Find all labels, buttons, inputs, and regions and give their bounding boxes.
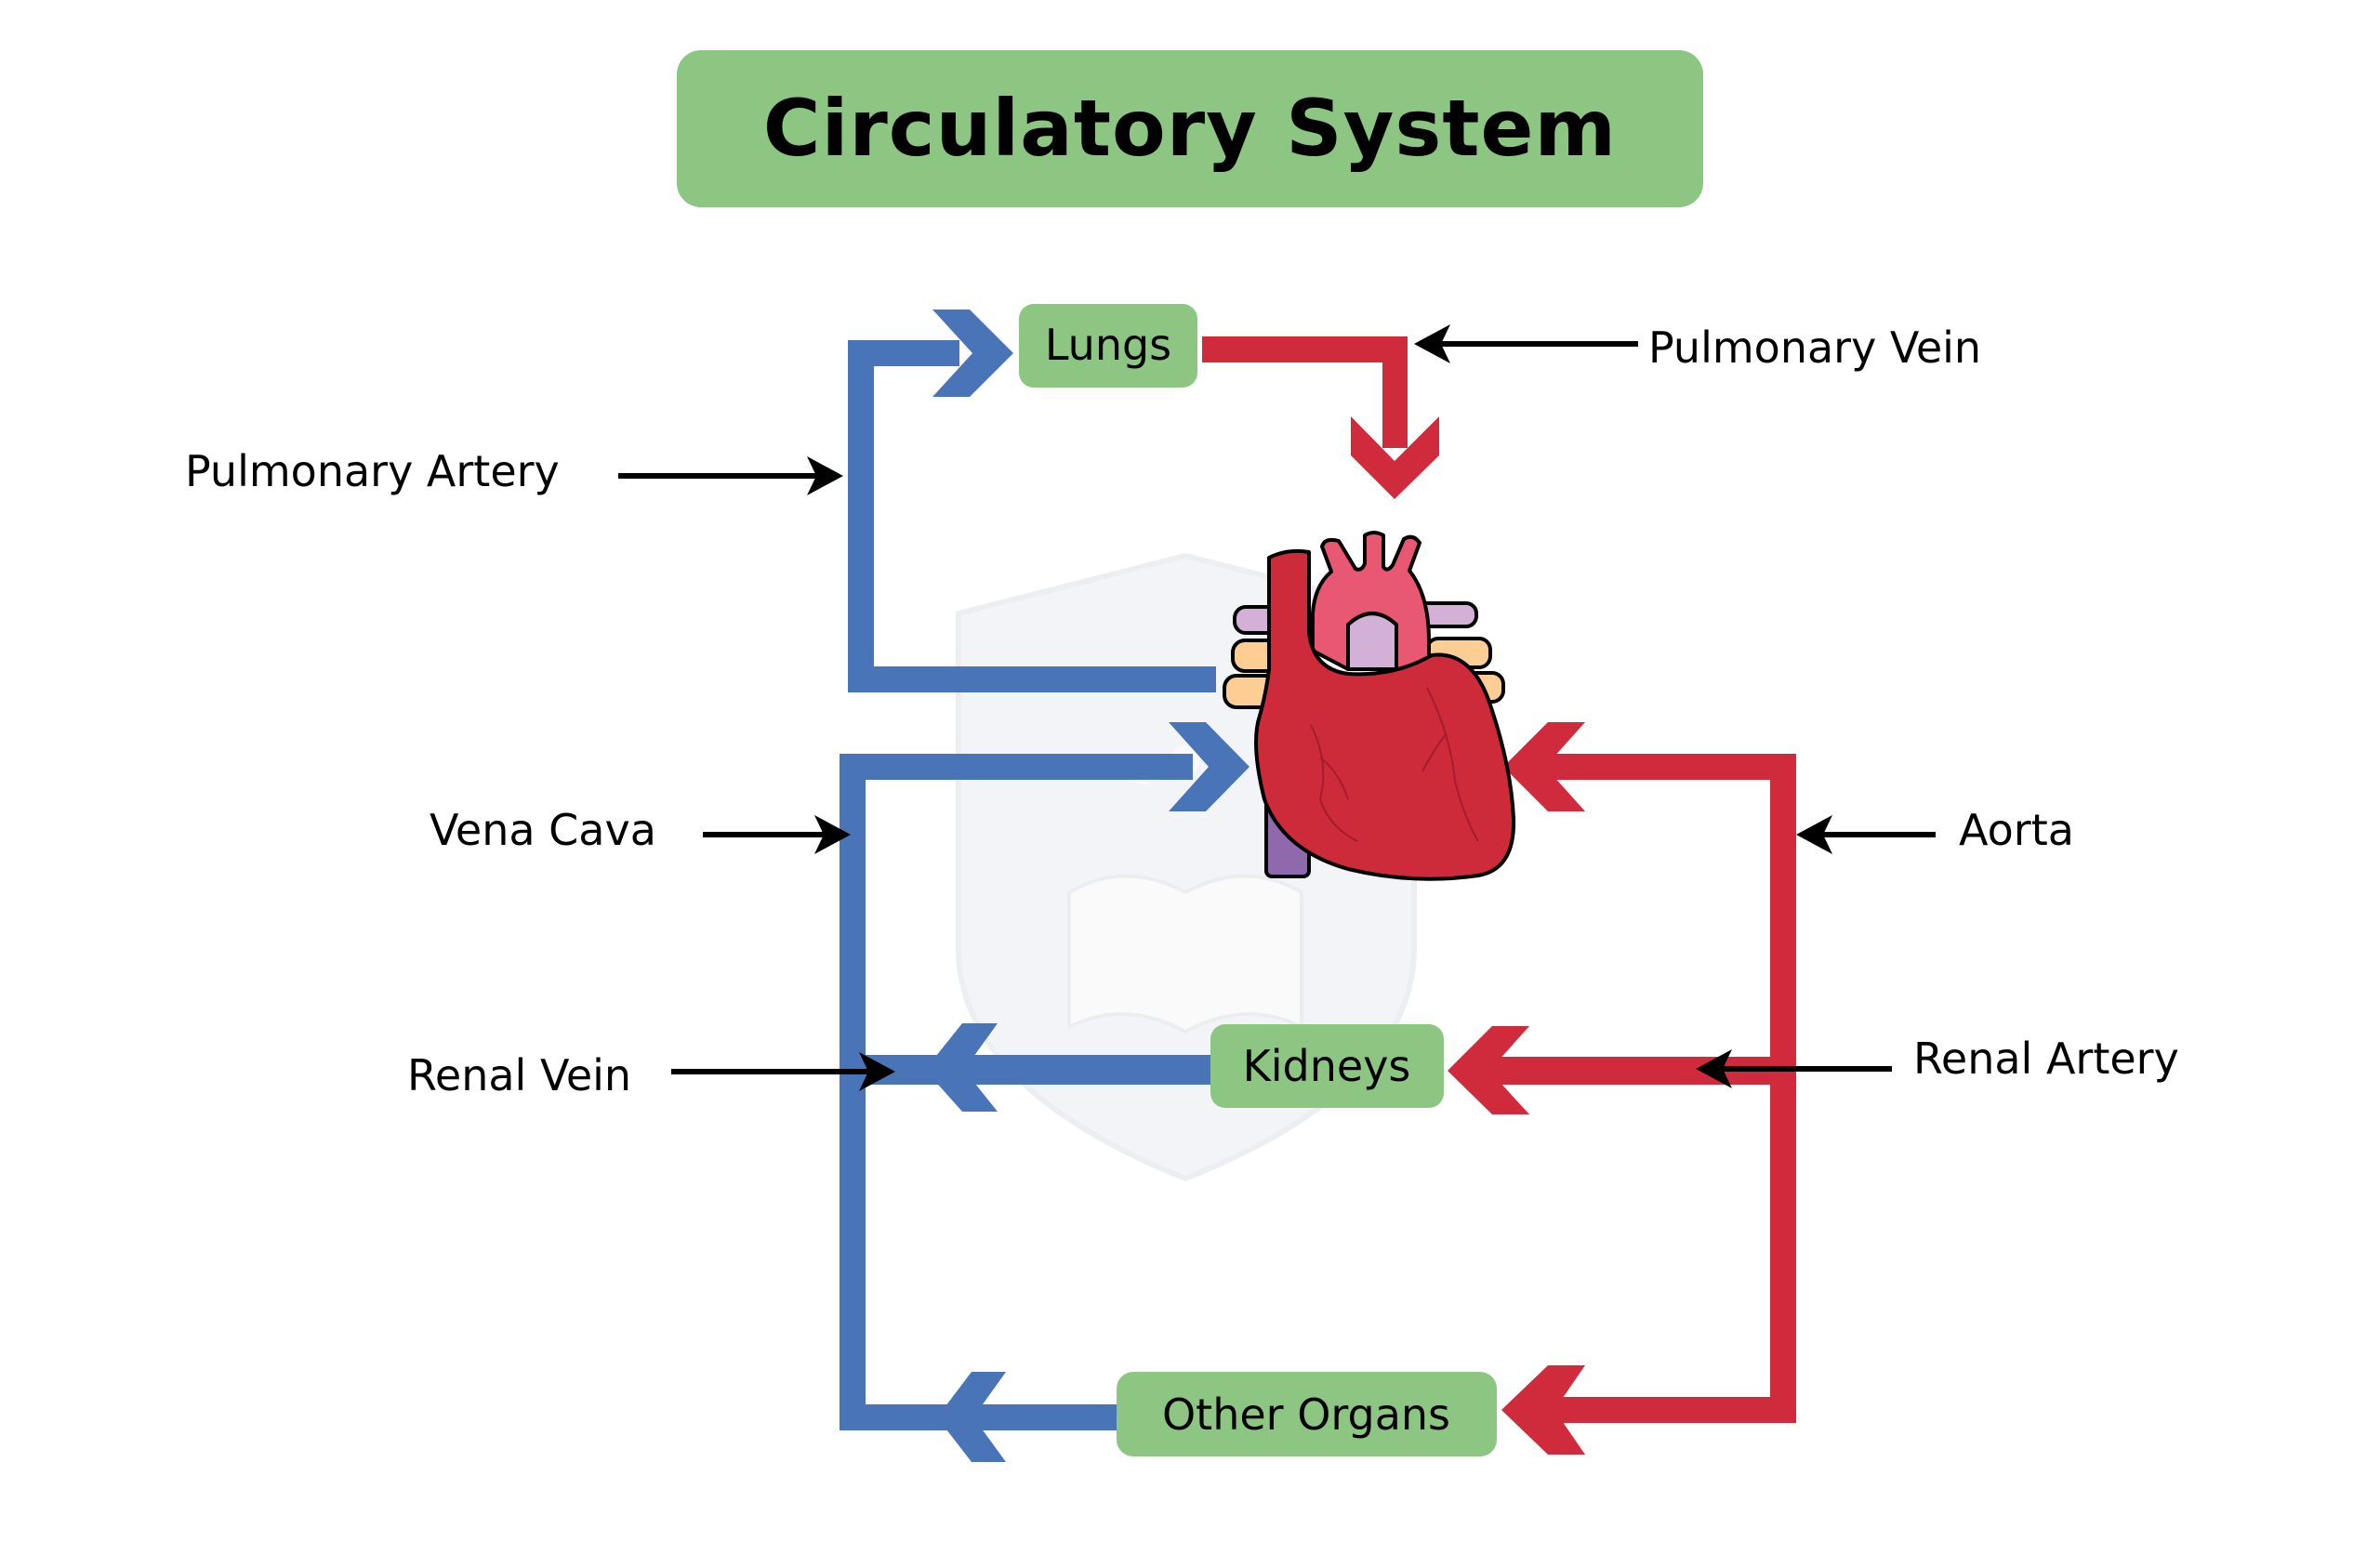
label-vena-cava: Vena Cava (430, 805, 851, 855)
arrow-left-icon (1414, 324, 1450, 363)
vena-cava-top-segment (840, 754, 1193, 780)
coronary-vessel (1310, 724, 1358, 842)
vena-cava-path (840, 722, 1250, 1462)
vena-cava-vertical-segment (840, 754, 866, 1430)
pulmonary-vein-vertical-segment (1382, 336, 1408, 448)
renal-vein-segment (866, 1055, 1214, 1085)
other-organs-box (1117, 1372, 1497, 1456)
other-organs-label: Other Organs (1162, 1390, 1450, 1440)
label-renal-artery: Renal Artery (1696, 1034, 2179, 1088)
systemic-artery-bottom-segment (1543, 1397, 1796, 1423)
kidneys-label: Kidneys (1243, 1041, 1411, 1091)
lungs-box (1019, 304, 1197, 388)
watermark-book (1067, 874, 1303, 1034)
chevron-right-icon (1169, 722, 1250, 811)
lungs-node: Lungs (1019, 304, 1197, 388)
pulmonary-artery-vertical-segment (848, 340, 874, 692)
pulmonary-artery-top-segment (848, 340, 959, 366)
pulmonary-vein-horizontal-segment (1202, 336, 1408, 362)
aorta-label: Aorta (1959, 805, 2074, 855)
other-organs-node: Other Organs (1117, 1372, 1497, 1456)
chevron-left-icon (937, 1372, 1006, 1462)
lungs-label: Lungs (1045, 320, 1171, 370)
chevron-left-icon (1503, 722, 1585, 811)
chevron-left-icon (1448, 1026, 1529, 1114)
pulmonary-vein-path (1202, 336, 1439, 499)
chevron-right-icon (932, 310, 1013, 397)
page-title: Circulatory System (763, 83, 1617, 174)
heart-icon (1223, 531, 1516, 881)
arrow-left-icon (1696, 1049, 1732, 1088)
chevron-left-icon (1501, 1365, 1585, 1455)
coronary-vessel (1421, 733, 1447, 772)
title-banner: Circulatory System (677, 50, 1703, 207)
label-renal-vein: Renal Vein (407, 1050, 895, 1100)
label-pulmonary-vein: Pulmonary Vein (1414, 323, 1981, 373)
arrow-right-icon (859, 1052, 895, 1091)
coronary-vessel (1426, 687, 1479, 842)
label-pulmonary-artery: Pulmonary Artery (185, 446, 843, 496)
renal-vein-label: Renal Vein (407, 1050, 631, 1100)
vena-cava-label: Vena Cava (430, 805, 656, 855)
renal-artery-label: Renal Artery (1913, 1034, 2179, 1084)
pulmonary-artery-path (848, 310, 1216, 692)
coronary-vessel (1319, 757, 1349, 800)
arrow-right-icon (814, 815, 851, 854)
title-box (677, 50, 1703, 207)
pulmonary-artery-bottom-segment (848, 666, 1216, 692)
aortic-arch (1311, 531, 1431, 671)
arrow-left-icon (1796, 815, 1832, 854)
aorta-top-segment (1543, 754, 1796, 780)
label-aorta: Aorta (1796, 805, 2074, 855)
chevron-down-icon (1351, 416, 1439, 499)
pulmonary-trunk (1346, 612, 1398, 671)
aorta-vertical-segment (1770, 754, 1796, 1423)
chevron-left-icon (925, 1023, 998, 1112)
pulmonary-artery-label: Pulmonary Artery (185, 446, 560, 496)
kidneys-node: Kidneys (1210, 1024, 1444, 1108)
kidneys-box (1210, 1024, 1444, 1108)
pulmonary-vein-label: Pulmonary Vein (1648, 323, 1981, 373)
arrow-right-icon (807, 456, 843, 495)
